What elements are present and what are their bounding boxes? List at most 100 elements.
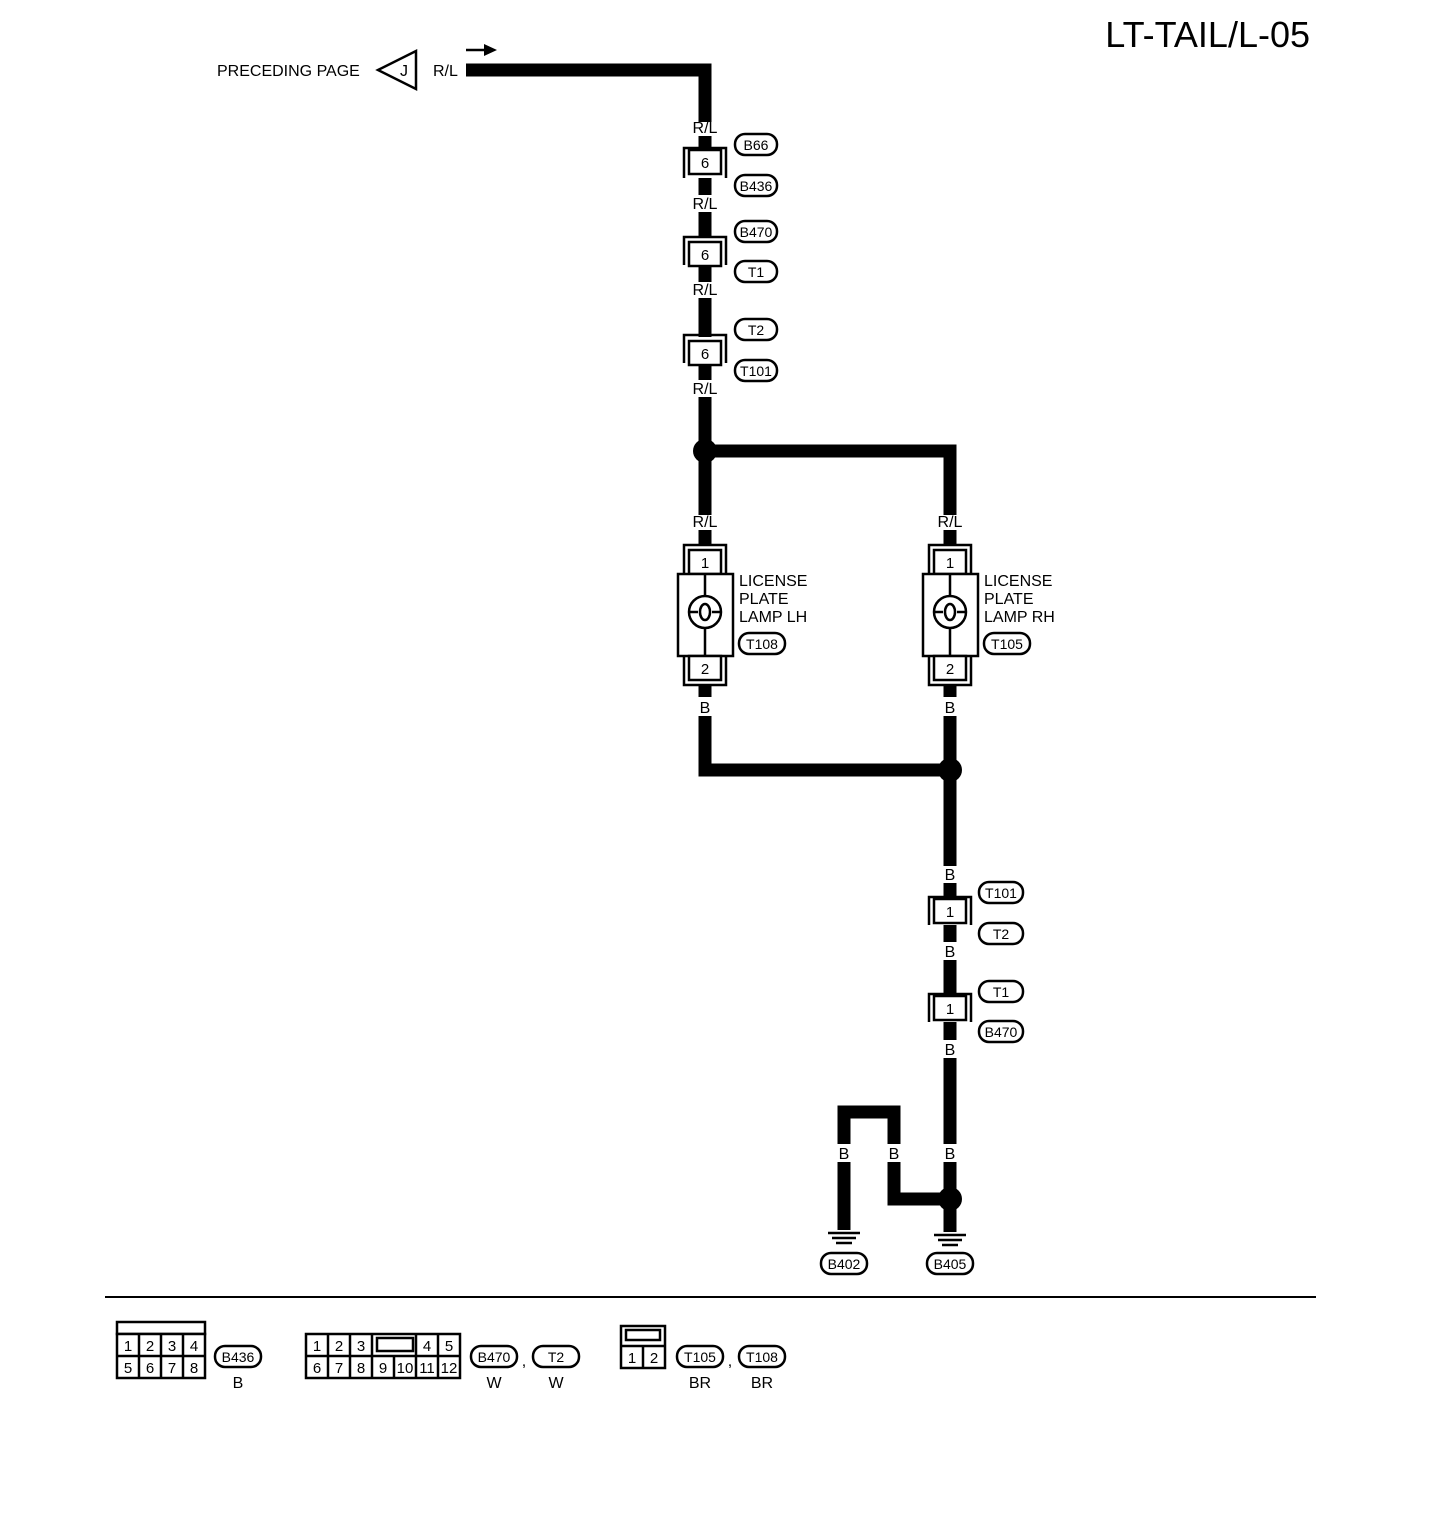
connector-lock-tab — [375, 1336, 415, 1353]
flow-arrow-icon — [466, 44, 497, 56]
connector-id: T101 — [740, 363, 772, 379]
connector-pin: 1 — [946, 904, 954, 921]
connector-id: T2 — [548, 1349, 565, 1365]
lamp-pin-top: 1 — [701, 555, 709, 572]
preceding-page-reference[interactable]: PRECEDING PAGE J R/L — [217, 44, 497, 92]
license-plate-lamp-lh[interactable]: 1 2 LICENSE PLATE LAMP LH T108 — [676, 543, 807, 687]
connector-id: T108 — [746, 1349, 778, 1365]
lamp-pin-top: 1 — [946, 555, 954, 572]
connector-face-b470-t2[interactable]: 1 2 3 4 5 6 7 8 9 10 11 12 B470 , T2 W W — [304, 1332, 581, 1392]
connector-id: T105 — [684, 1349, 716, 1365]
connector-id: T105 — [991, 636, 1023, 652]
pin-number: 7 — [335, 1360, 343, 1377]
lamp-label: LAMP RH — [984, 609, 1055, 626]
wire-color-label: R/L — [693, 120, 718, 137]
connector-color: B — [233, 1375, 244, 1392]
pin-number: 1 — [124, 1338, 132, 1355]
rl-wire-harness — [466, 63, 957, 545]
wire-color-label: B — [945, 867, 956, 884]
license-plate-lamp-rh[interactable]: 1 2 LICENSE PLATE LAMP RH T105 — [921, 543, 1055, 687]
lamp-label: PLATE — [739, 591, 789, 608]
connector-color: W — [486, 1375, 502, 1392]
wire-color-label: R/L — [693, 196, 718, 213]
pin-number: 2 — [650, 1350, 658, 1367]
pin-number: 2 — [146, 1338, 154, 1355]
pin-number: 1 — [628, 1350, 636, 1367]
wire-color-label: B — [700, 700, 711, 717]
lamp-label: LICENSE — [739, 573, 807, 590]
ground-icon — [934, 1233, 966, 1247]
preceding-page-label: PRECEDING PAGE — [217, 63, 360, 80]
pin-number: 12 — [441, 1360, 458, 1377]
connector-id: B470 — [478, 1349, 511, 1365]
connector-face-b436[interactable]: 1 2 3 4 5 6 7 8 B436 B — [115, 1320, 263, 1392]
inline-connector-b66-b436[interactable]: 6 B66 B436 — [682, 132, 779, 198]
pin-number: 3 — [357, 1338, 365, 1355]
wire-color-label: R/L — [938, 514, 963, 531]
connector-id: T1 — [748, 264, 765, 280]
wire-color-label: R/L — [693, 282, 718, 299]
lamp-label: LAMP LH — [739, 609, 807, 626]
pin-number: 6 — [313, 1360, 321, 1377]
splice-point-b — [938, 758, 962, 782]
pin-number: 8 — [190, 1360, 198, 1377]
bulb-icon — [932, 594, 968, 630]
connector-id: T2 — [748, 322, 765, 338]
ground-b402[interactable]: B402 — [819, 1231, 869, 1276]
pin-number: 8 — [357, 1360, 365, 1377]
pin-number: 9 — [379, 1360, 387, 1377]
connector-face-t105-t108[interactable]: 1 2 T105 , T108 BR BR — [619, 1324, 787, 1392]
pin-number: 11 — [419, 1360, 435, 1377]
pin-number: 5 — [445, 1338, 453, 1355]
bulb-icon — [687, 594, 723, 630]
wire-color-label: B — [945, 1042, 956, 1059]
ground-wire-harness — [698, 685, 962, 1232]
page-title: LT-TAIL/L-05 — [1105, 14, 1310, 55]
inline-connector-t1-b470[interactable]: 1 T1 B470 — [927, 979, 1025, 1044]
connector-id: T108 — [746, 636, 778, 652]
wire-color-label: B — [889, 1146, 900, 1163]
separator: , — [728, 1353, 732, 1370]
preceding-wire-color: R/L — [433, 63, 458, 80]
wire-color-label: R/L — [693, 514, 718, 531]
connector-pin: 6 — [701, 155, 709, 172]
connector-pin: 6 — [701, 346, 709, 363]
inline-connector-b470-t1[interactable]: 6 B470 T1 — [682, 219, 779, 284]
pin-number: 1 — [313, 1338, 321, 1355]
ground-id: B402 — [828, 1256, 861, 1272]
connector-color: BR — [751, 1375, 773, 1392]
connector-id: B66 — [744, 137, 769, 153]
wire-color-label: B — [945, 944, 956, 961]
connector-id: B470 — [740, 224, 773, 240]
wire-color-label: B — [945, 700, 956, 717]
pin-number: 6 — [146, 1360, 154, 1377]
wire-color-label: B — [839, 1146, 850, 1163]
inline-connector-t2-t101[interactable]: 6 T2 T101 — [682, 317, 779, 383]
ground-id: B405 — [934, 1256, 967, 1272]
connector-id: T101 — [985, 885, 1017, 901]
pin-number: 4 — [190, 1338, 198, 1355]
inline-connector-t101-t2[interactable]: 1 T101 T2 — [927, 880, 1025, 946]
connector-id: B470 — [985, 1024, 1018, 1040]
wire-color-label: B — [945, 1146, 956, 1163]
connector-id: T2 — [993, 926, 1010, 942]
ground-icon — [828, 1231, 860, 1245]
lamp-label: PLATE — [984, 591, 1034, 608]
connector-id: T1 — [993, 984, 1010, 1000]
offpage-arrow-icon — [375, 48, 418, 92]
separator: , — [522, 1353, 526, 1370]
offpage-connector-letter: J — [400, 63, 408, 80]
lamp-pin-bottom: 2 — [946, 661, 954, 678]
connector-pin: 1 — [946, 1001, 954, 1018]
splice-point-ground — [938, 1187, 962, 1211]
pin-number: 4 — [423, 1338, 431, 1355]
lamp-label: LICENSE — [984, 573, 1052, 590]
pin-number: 7 — [168, 1360, 176, 1377]
pin-number: 10 — [397, 1360, 414, 1377]
connector-lock-tab — [624, 1328, 662, 1342]
ground-b405[interactable]: B405 — [925, 1233, 975, 1276]
splice-point-rl — [693, 439, 717, 463]
connector-pin: 6 — [701, 247, 709, 264]
connector-color: W — [548, 1375, 564, 1392]
